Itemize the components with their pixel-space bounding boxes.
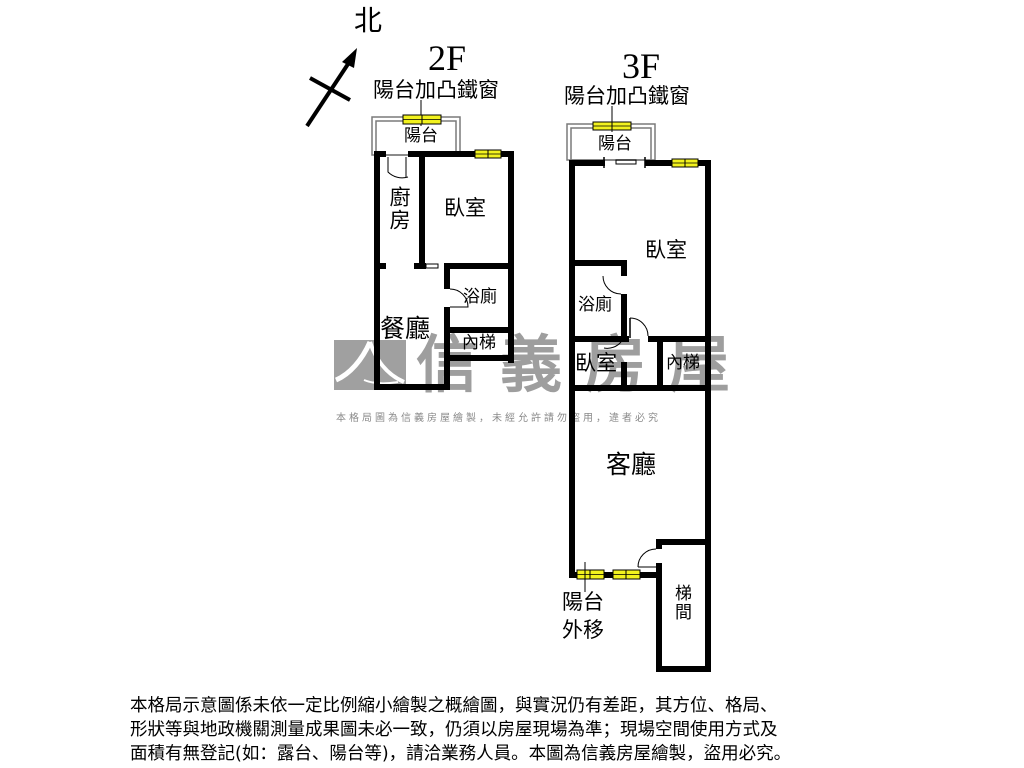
- room-3f-balcony: 陽台: [598, 134, 632, 154]
- room-3f-stairs: 內梯: [666, 353, 700, 373]
- room-3f-balcony-moved-line1: 陽台: [562, 590, 604, 614]
- brand-logo-icon: [334, 340, 406, 390]
- disclaimer-line: 本格局示意圖係未依一定比例縮小繪製之概繪圖，與實況仍有差距，其方位、格局、: [130, 696, 778, 716]
- window-icon: [592, 121, 632, 131]
- floor-3f-title: 3F: [622, 46, 661, 86]
- floor-3f-balcony-callout: 陽台加凸鐵窗: [564, 84, 690, 108]
- room-2f-stairs: 內梯: [462, 333, 496, 353]
- room-2f-bedroom: 臥室: [444, 196, 486, 220]
- room-2f-kitchen: 廚房: [387, 186, 411, 232]
- window-icon: [474, 149, 502, 159]
- floor-2f-title: 2F: [428, 38, 467, 78]
- room-2f-balcony: 陽台: [404, 126, 438, 146]
- floor-2f-plan: [371, 100, 514, 390]
- north-arrow-icon: [305, 48, 357, 128]
- watermark-notice: 本格局圖為信義房屋繪製，未經允許請勿盜用，違者必究: [336, 413, 661, 424]
- window-icon: [402, 114, 442, 125]
- north-label: 北: [354, 6, 383, 37]
- disclaimer-text: 本格局示意圖係未依一定比例縮小繪製之概繪圖，與實況仍有差距，其方位、格局、 形狀…: [130, 694, 910, 766]
- room-3f-bedroom-main: 臥室: [645, 238, 687, 262]
- room-3f-living: 客廳: [606, 450, 657, 479]
- disclaimer-line: 形狀等與地政機關測量成果圖未必一致，仍須以房屋現場為準；現場空間使用方式及: [130, 720, 778, 740]
- floor-plan-drawing: [305, 48, 711, 672]
- room-3f-balcony-moved-line2: 外移: [562, 618, 604, 642]
- room-3f-stairwell: 梯間: [671, 584, 691, 622]
- floor-2f-balcony-callout: 陽台加凸鐵窗: [373, 78, 499, 102]
- room-2f-bathroom: 浴廁: [463, 287, 497, 307]
- room-2f-dining: 餐廳: [380, 314, 431, 343]
- room-3f-bathroom: 浴廁: [578, 295, 612, 315]
- disclaimer-line: 面積有無登記(如：露台、陽台等)，請洽業務人員。本圖為信義房屋繪製，盜用必究。: [130, 744, 792, 764]
- window-icon: [576, 569, 641, 580]
- room-3f-bedroom-small: 臥室: [575, 351, 617, 375]
- floor-3f-plan: [566, 106, 711, 672]
- window-icon: [671, 158, 699, 168]
